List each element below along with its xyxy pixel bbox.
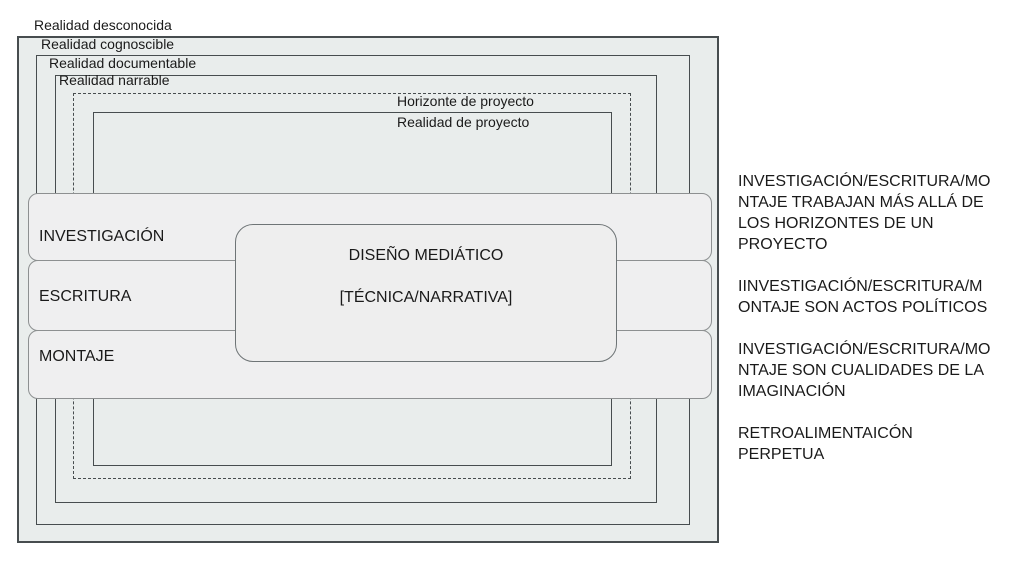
label-horizonte-de-proyecto: Horizonte de proyecto bbox=[397, 93, 534, 109]
label-realidad-de-proyecto: Realidad de proyecto bbox=[397, 114, 530, 130]
annotation-perpetual-feedback: RETROALIMENTAICÓN PERPETUA bbox=[738, 425, 913, 463]
center-box-diseno-mediatico: DISEÑO MEDIÁTICO [TÉCNICA/NARRATIVA] bbox=[235, 224, 617, 362]
bar-label-montaje: MONTAJE bbox=[39, 348, 115, 365]
label-realidad-desconocida: Realidad desconocida bbox=[34, 17, 172, 33]
annotations-column: INVESTIGACIÓN/ESCRITURA/MO NTAJE TRABAJA… bbox=[738, 171, 1024, 486]
center-box-title: DISEÑO MEDIÁTICO bbox=[348, 247, 504, 264]
bar-label-investigacion: INVESTIGACIÓN bbox=[39, 228, 165, 245]
label-realidad-documentable: Realidad documentable bbox=[49, 55, 197, 71]
label-realidad-cognoscible: Realidad cognoscible bbox=[41, 36, 175, 52]
annotation-beyond-horizons: INVESTIGACIÓN/ESCRITURA/MO NTAJE TRABAJA… bbox=[738, 173, 991, 253]
bar-label-escritura: ESCRITURA bbox=[39, 288, 132, 305]
center-box-subtitle: [TÉCNICA/NARRATIVA] bbox=[339, 289, 513, 306]
annotation-political-acts: IINVESTIGACIÓN/ESCRITURA/M ONTAJE SON AC… bbox=[738, 278, 988, 316]
label-realidad-narrable: Realidad narrable bbox=[59, 72, 170, 88]
annotation-imagination: INVESTIGACIÓN/ESCRITURA/MO NTAJE SON CUA… bbox=[738, 341, 991, 400]
